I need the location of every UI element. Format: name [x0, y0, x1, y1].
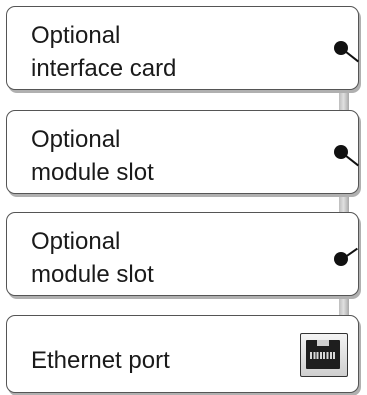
backplane-connector [339, 58, 349, 358]
box-label-line-2: interface card [31, 55, 177, 82]
box-label-line-1: Optional [31, 228, 121, 255]
box-label-line-2: module slot [31, 159, 154, 186]
box-label-line-1: Optional [31, 22, 121, 49]
optional-interface-card-box: Optional interface card [6, 6, 359, 90]
leader-line [340, 151, 359, 167]
leader-line [340, 47, 359, 63]
box-label: Ethernet port [31, 347, 170, 374]
ethernet-port-socket [306, 340, 340, 369]
ethernet-port-pins [310, 352, 336, 359]
ethernet-port-box: Ethernet port [6, 315, 359, 393]
ethernet-port-tab [317, 340, 329, 346]
box-label: Optional interface card [31, 19, 176, 85]
box-label-line-1: Optional [31, 126, 121, 153]
optional-module-slot-box-1: Optional module slot [6, 110, 359, 194]
box-label: Optional module slot [31, 123, 154, 189]
box-label: Optional module slot [31, 225, 154, 291]
ethernet-port-icon [300, 333, 348, 377]
optional-module-slot-box-2: Optional module slot [6, 212, 359, 296]
box-label-line-2: module slot [31, 261, 154, 288]
